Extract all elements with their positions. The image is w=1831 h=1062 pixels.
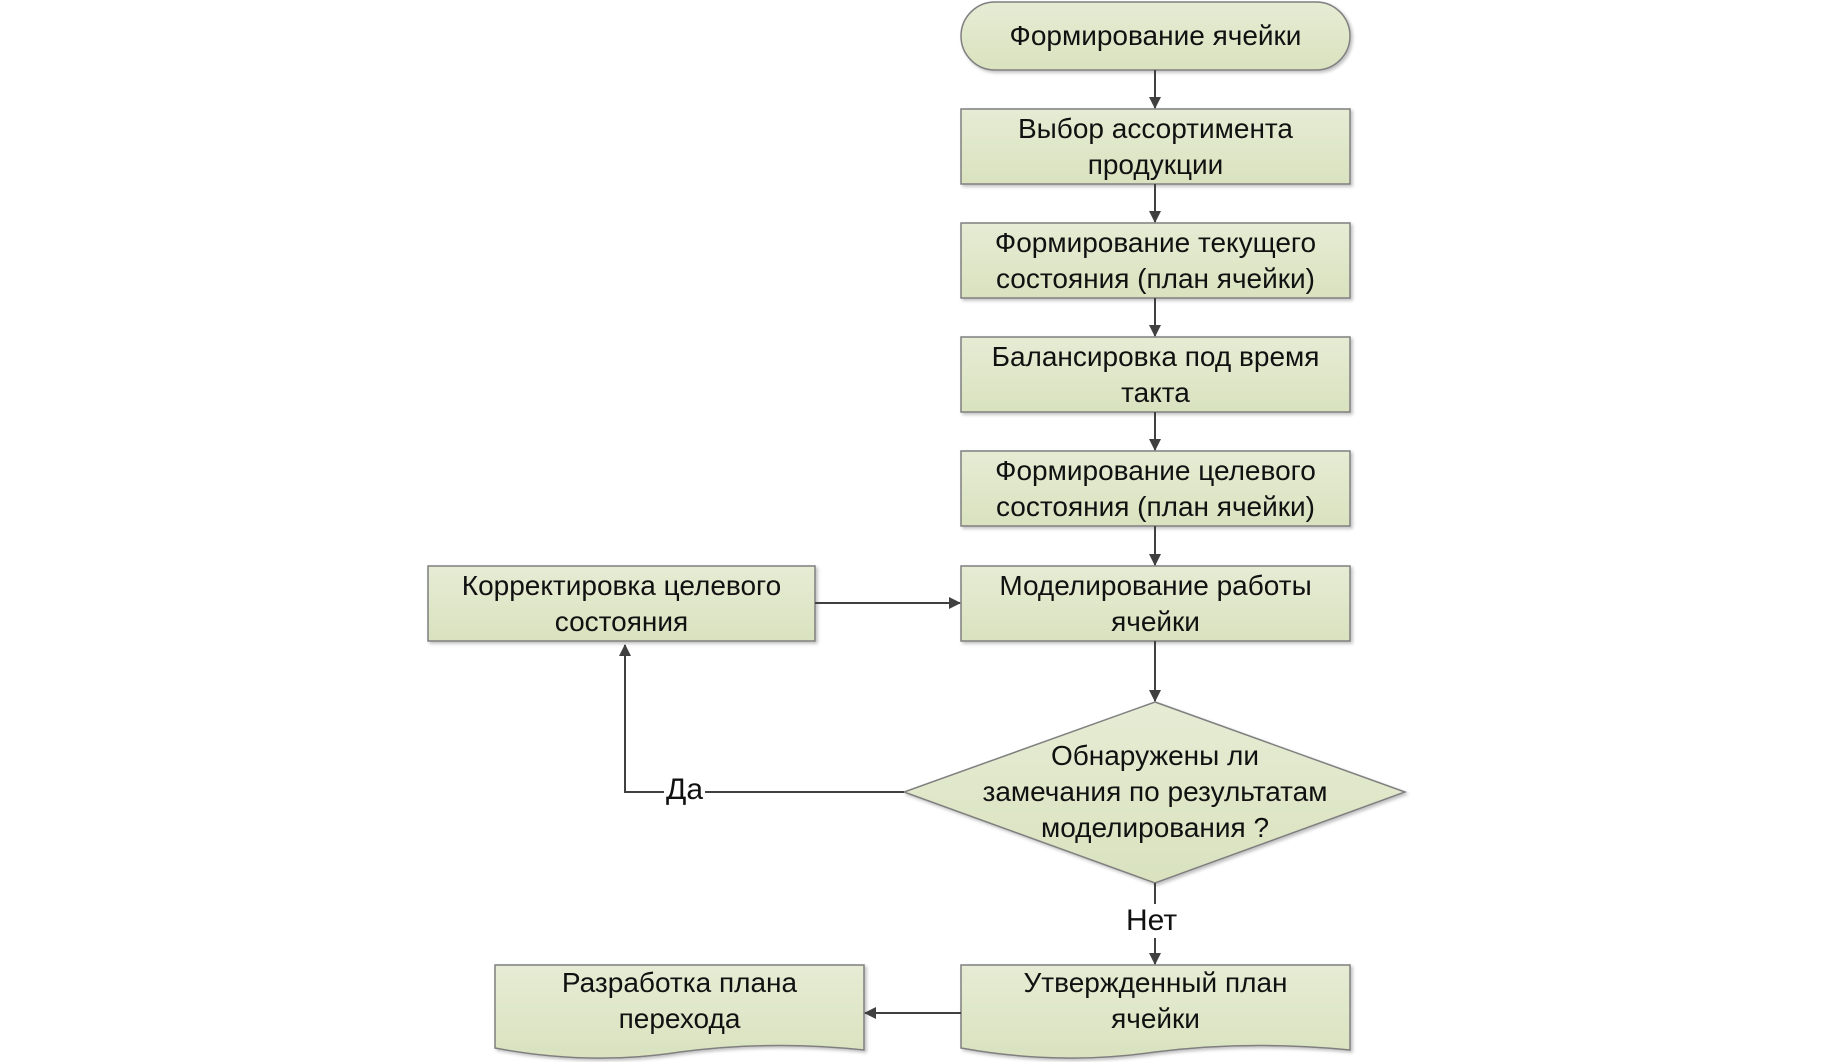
box-correction bbox=[427, 565, 816, 642]
modeling-label: Моделирование работы ячейки bbox=[999, 569, 1312, 637]
transition-plan-label: Разработка плана перехода bbox=[561, 967, 798, 1034]
yes-label: Да bbox=[664, 773, 706, 807]
box-balancing bbox=[960, 336, 1351, 413]
document-approved-plan bbox=[960, 964, 1351, 1059]
select-assortment-label: Выбор ассортимента продукции bbox=[1017, 112, 1293, 180]
correction-label: Корректировка целевого состояния bbox=[461, 569, 782, 637]
current-state-label: Формирование текущего состояния (план яч… bbox=[994, 226, 1317, 294]
approved-plan-label: Утвержденный план ячейки bbox=[1023, 967, 1288, 1034]
box-current-state bbox=[960, 222, 1351, 299]
balancing-label: Балансировка под время такта bbox=[991, 340, 1320, 408]
decision-label: Обнаружены ли замечания по результатам м… bbox=[982, 740, 1328, 843]
arrow-yes bbox=[619, 644, 904, 793]
document-transition-plan bbox=[494, 964, 865, 1059]
box-select-assortment bbox=[960, 108, 1351, 185]
target-state-label: Формирование целевого состояния (план яч… bbox=[995, 454, 1316, 522]
no-label: Нет bbox=[1124, 904, 1180, 938]
start-label: Формирование ячейки bbox=[1009, 20, 1302, 51]
